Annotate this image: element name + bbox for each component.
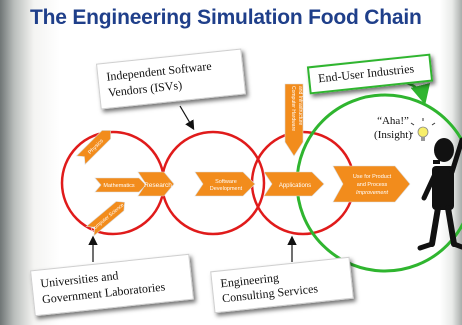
use-label-line3: Improvement	[356, 190, 389, 196]
stick-figure-icon	[417, 137, 462, 251]
vertical-label-line2: and Infrastructure	[297, 86, 303, 125]
use-label-line1: Use for Product	[353, 174, 392, 180]
research-chevron: Research	[137, 171, 175, 197]
software-development-label-line1: Software	[215, 179, 237, 185]
aha-text: “Aha!”	[377, 115, 409, 127]
use-label-line2: and Process	[357, 182, 388, 188]
vertical-label-line1: Computer Hardware	[290, 86, 296, 131]
mathematics-label: Mathematics	[103, 183, 134, 189]
end-user-label: End-User Industries	[317, 61, 415, 86]
software-development-chevron: Software Development	[194, 171, 256, 197]
mathematics-chevron: Mathematics	[94, 177, 147, 193]
research-label: Research	[144, 182, 172, 189]
software-development-label-line2: Development	[210, 186, 243, 192]
applications-chevron: Applications	[263, 171, 325, 197]
insight-text: (Insight)	[374, 129, 412, 141]
physics-chevron: Physics	[75, 130, 111, 166]
vertical-chevron: Computer Hardware and Infrastructure	[284, 83, 304, 157]
computer-science-label: Computer Science	[90, 202, 126, 233]
page-title: The Engineering Simulation Food Chain	[30, 6, 422, 29]
isv-pointer-arrow	[179, 105, 195, 131]
lightbulb-icon	[409, 118, 436, 141]
applications-label: Applications	[279, 183, 311, 189]
use-improvement-chevron: Use for Product and Process Improvement	[332, 165, 411, 203]
computer-science-chevron: Computer Science	[85, 201, 126, 237]
